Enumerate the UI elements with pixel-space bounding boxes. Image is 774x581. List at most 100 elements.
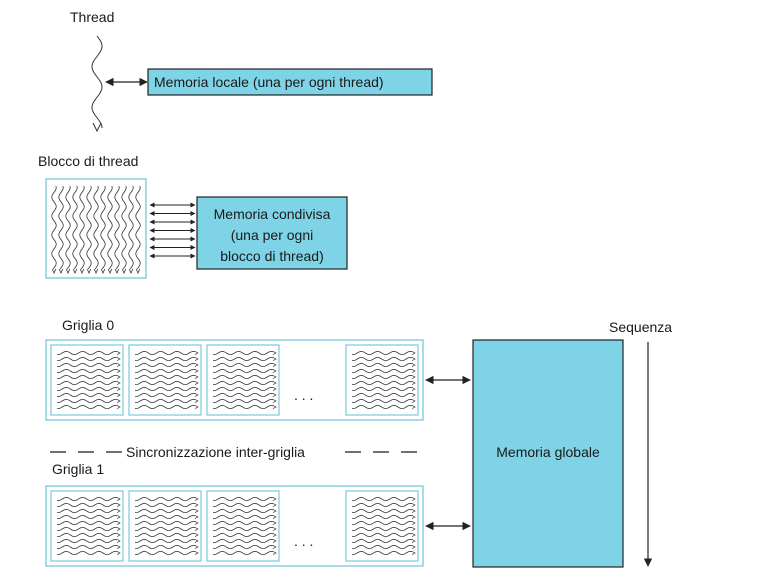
thread-block-icon [56,496,118,556]
thread-arrow-tip [116,357,121,361]
thread-arrow-tip [116,351,121,355]
thread-arrow-tip [116,503,121,507]
grid-block-frame [345,490,419,562]
thread-block-icon [351,350,413,410]
thread-block-label: Blocco di thread [38,153,138,169]
thread-arrow-tip [116,369,121,373]
thread-arrow-tip [272,539,277,543]
global-memory-box [472,339,624,568]
thread-arrow-tip [411,357,416,361]
grid-block-frame [50,344,124,416]
grid-block-frame [128,490,202,562]
thread-arrow-tip [272,497,277,501]
thread-arrow-tip [411,533,416,537]
thread-arrow-tip [194,351,199,355]
global-memory-label: Memoria globale [496,444,600,460]
thread-arrow-tip [194,399,199,403]
thread-arrow-tip [411,405,416,409]
thread-arrow-tip [194,357,199,361]
thread-arrow-tip [272,509,277,513]
thread-arrow-tip [116,363,121,367]
thread-arrow-tip [194,497,199,501]
grid-0-ellipsis: . . . [294,387,313,403]
thread-arrow-tip [272,351,277,355]
shared-memory-label-line2: (una per ogni [231,227,314,243]
thread-arrow-tip [194,533,199,537]
thread-arrow-tip [194,545,199,549]
thread-arrow-tip [116,375,121,379]
thread-arrow-tip [411,509,416,513]
thread-arrow-tip [116,381,121,385]
sequence-label: Sequenza [609,319,672,335]
grid-block-frame [206,490,280,562]
grid-block-frame [128,344,202,416]
thread-arrow-tip [411,527,416,531]
thread-arrow-tip [116,551,121,555]
thread-arrow-tip [194,393,199,397]
thread-arrow-tip [272,357,277,361]
thread-wave-icon [91,35,103,133]
thread-arrow-tip [411,351,416,355]
thread-arrow-tip [194,527,199,531]
local-memory-box [147,68,433,96]
thread-arrow-tip [411,369,416,373]
grid-block-frame [50,490,124,562]
thread-arrow-tip [411,381,416,385]
thread-arrow-tip [116,533,121,537]
grid-0-blocks [50,344,419,416]
thread-arrow-tip [411,515,416,519]
thread-arrow-tip [194,551,199,555]
thread-block-icon [51,185,141,274]
grid-1-label: Griglia 1 [52,461,104,477]
thread-arrow-tip [411,545,416,549]
thread-arrow-tip [116,515,121,519]
thread-arrow-tip [272,515,277,519]
thread-arrow-tip [194,539,199,543]
thread-arrow-tip [194,369,199,373]
thread-arrow-tip [411,375,416,379]
thread-arrow-tip [272,393,277,397]
thread-arrow-tip [411,363,416,367]
thread-block-icon [56,350,118,410]
thread-arrow-tip [194,405,199,409]
sync-label: Sincronizzazione inter-griglia [126,444,305,460]
thread-arrow-tip [272,551,277,555]
grid-1-blocks [50,490,419,562]
thread-arrow-tip [411,387,416,391]
thread-arrow-tip [116,527,121,531]
thread-arrow-tip [411,539,416,543]
thread-arrow-tip [116,387,121,391]
thread-arrow-tip [116,509,121,513]
shared-memory-arrows [149,202,196,259]
grid-block-frame [345,344,419,416]
thread-arrow-tip [194,375,199,379]
thread-arrow-tip [116,497,121,501]
thread-arrow-tip [272,503,277,507]
thread-arrow-tip [411,551,416,555]
thread-block-icon [212,350,274,410]
thread-arrow-tip [194,387,199,391]
shared-memory-label-line1: Memoria condivisa [214,206,331,222]
grid-block-frame [206,344,280,416]
thread-arrow-tip [116,521,121,525]
grid-0-label: Griglia 0 [62,317,114,333]
thread-arrow-tip [194,381,199,385]
thread-arrow-tip [116,399,121,403]
thread-arrow-tip [272,369,277,373]
thread-arrow-tip [411,497,416,501]
shared-memory-box [196,196,348,270]
thread-block-icon [51,185,141,274]
thread-arrow-tip [272,381,277,385]
thread-arrow-tip [272,375,277,379]
thread-label: Thread [70,9,114,25]
thread-block-frame [45,178,147,279]
thread-arrow-tip [272,387,277,391]
thread-arrow-tip [194,503,199,507]
thread-arrow-tip [411,521,416,525]
thread-block-icon [134,496,196,556]
thread-arrow-tip [272,521,277,525]
thread-block-icon [134,350,196,410]
thread-arrow-tip [411,399,416,403]
thread-arrow-tip [194,509,199,513]
